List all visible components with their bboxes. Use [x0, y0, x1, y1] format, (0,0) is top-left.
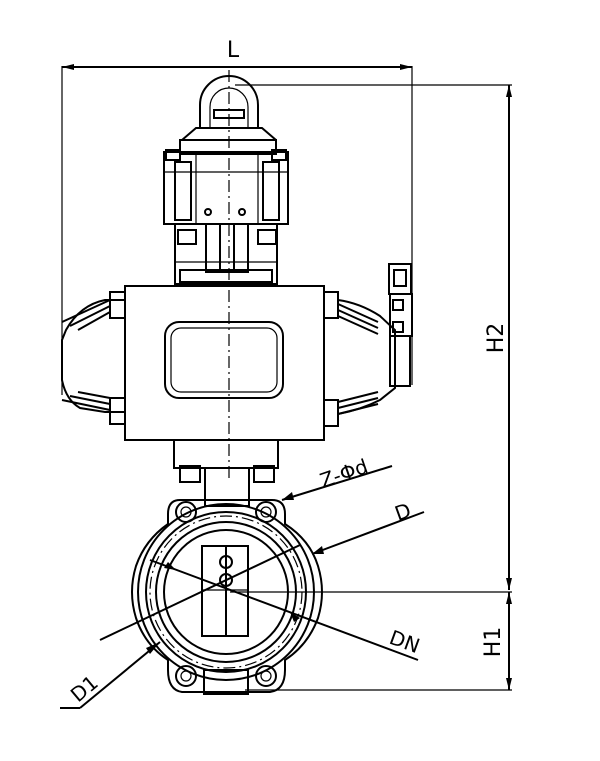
valve-body: [131, 499, 323, 695]
gearbox-body: [124, 285, 325, 441]
label-h2: H2: [484, 323, 509, 354]
position-indicator: [179, 75, 277, 155]
actuator-bracket: [174, 223, 278, 285]
label-dn: DN: [386, 625, 423, 658]
dimension-l: L: [61, 38, 413, 395]
right-handwheel: [323, 291, 396, 427]
leader-z-phi-d: Z-Φd: [281, 454, 393, 501]
mounting-flange: [173, 439, 279, 507]
leader-d1: D1: [60, 641, 161, 709]
label-h1: H1: [481, 627, 506, 658]
limit-switch-box: [388, 263, 413, 387]
label-z-phi-d: Z-Φd: [317, 454, 371, 493]
label-l: L: [227, 38, 240, 63]
left-handwheel: [61, 291, 126, 425]
actuator-upper-body: [163, 70, 289, 480]
dimension-h1: H1: [230, 591, 512, 691]
dimension-h2: H2: [235, 84, 512, 590]
label-d: D: [392, 498, 415, 526]
leader-d: D: [311, 498, 425, 555]
label-d1: D1: [66, 670, 103, 706]
